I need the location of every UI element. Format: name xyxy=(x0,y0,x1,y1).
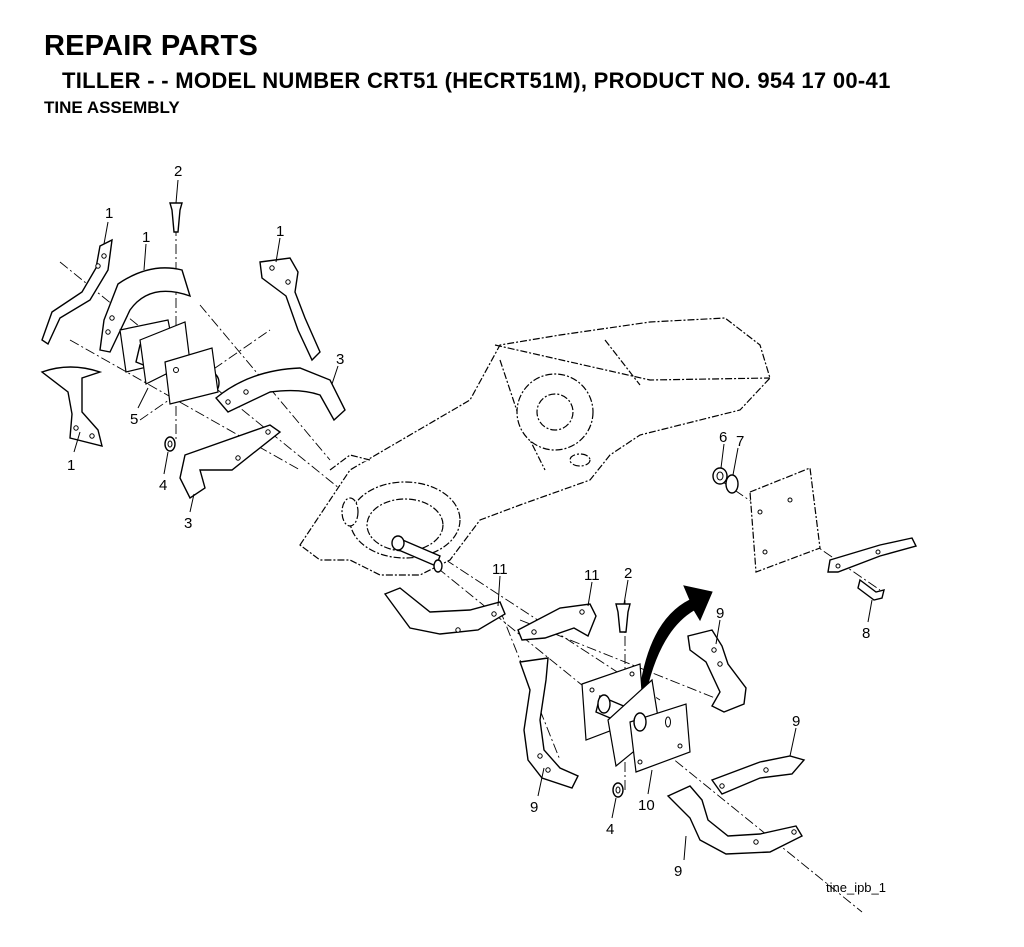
tine-9-left xyxy=(519,657,579,789)
section-heading: TINE ASSEMBLY xyxy=(44,98,180,117)
right-tine-group xyxy=(383,585,806,855)
callout-3-upper: 3 xyxy=(336,351,344,368)
hub-plate-5-rear xyxy=(164,347,219,405)
tine-1-curved xyxy=(99,267,192,353)
callout-1a: 1 xyxy=(105,205,113,222)
callout-1c: 1 xyxy=(276,223,284,240)
tiller-body-phantom xyxy=(299,317,771,576)
bolt-2-right xyxy=(615,603,631,633)
tine-9-upper-right xyxy=(687,629,747,713)
callout-9-left: 9 xyxy=(530,799,538,816)
callout-7: 7 xyxy=(736,433,744,450)
tine-shaft xyxy=(391,535,443,573)
callout-1b: 1 xyxy=(142,229,150,246)
tine-1-upper-left xyxy=(41,238,113,346)
model-subtitle: TILLER - - MODEL NUMBER CRT51 (HECRT51M)… xyxy=(62,68,891,93)
callout-10: 10 xyxy=(638,797,655,814)
callout-11-right: 11 xyxy=(584,567,600,584)
leader-lines xyxy=(73,179,873,861)
page-title: REPAIR PARTS xyxy=(44,30,259,62)
washer-7 xyxy=(725,474,739,494)
side-plate-hardware xyxy=(712,467,918,601)
callout-4-right: 4 xyxy=(606,821,614,838)
callout-1d: 1 xyxy=(67,457,75,474)
tine-11-right xyxy=(517,603,597,641)
callout-3-lower: 3 xyxy=(184,515,192,532)
callout-9-bottom: 9 xyxy=(674,863,682,880)
callout-4-left: 4 xyxy=(159,477,167,494)
bolt-8 xyxy=(857,578,885,601)
tine-1-upper-right xyxy=(259,257,321,362)
callout-labels: 1 1 1 1 2 3 3 5 4 6 7 8 2 11 11 9 9 9 9 … xyxy=(67,163,870,880)
left-tine-group xyxy=(40,202,346,500)
callout-2-right: 2 xyxy=(624,565,632,582)
tine-9-middle-right xyxy=(710,755,806,795)
callout-11-left: 11 xyxy=(492,561,508,578)
callout-5: 5 xyxy=(130,411,138,428)
figure-reference: tine_ipb_1 xyxy=(826,880,886,895)
callout-9-upper: 9 xyxy=(716,605,724,622)
tine-3-upper xyxy=(215,367,346,422)
tine-1-lower-left xyxy=(40,366,103,447)
tine-9-bottom xyxy=(666,785,803,855)
callout-9-middle: 9 xyxy=(792,713,800,730)
bolt-2-left xyxy=(169,202,183,233)
callout-2-left: 2 xyxy=(174,163,182,180)
side-bracket xyxy=(827,537,918,573)
rotation-arrow xyxy=(639,585,713,693)
callout-6: 6 xyxy=(719,429,727,446)
tine-11-left xyxy=(383,587,506,635)
callout-8: 8 xyxy=(862,625,870,642)
tine-3-lower xyxy=(179,424,282,500)
